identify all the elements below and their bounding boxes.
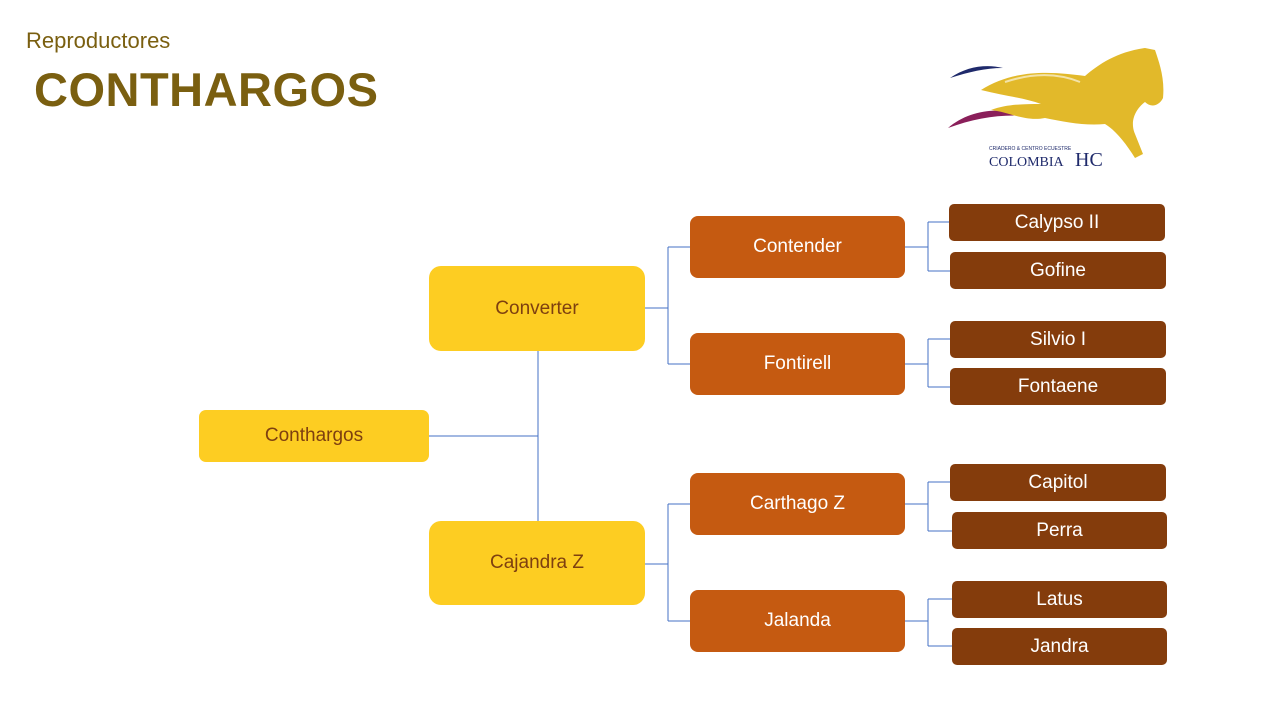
- pedigree-node-sire-dam-sire: Silvio I: [950, 321, 1166, 358]
- pedigree-node-dam-dam-sire: Latus: [952, 581, 1167, 618]
- pedigree-node-dam-sire: Carthago Z: [690, 473, 905, 535]
- pedigree-node-sire-sire-sire: Calypso II: [949, 204, 1165, 241]
- page-title: CONTHARGOS: [34, 63, 379, 116]
- pedigree-node-sire-dam-dam: Fontaene: [950, 368, 1166, 405]
- pedigree-node-dam-sire-sire: Capitol: [950, 464, 1166, 501]
- logo-country: COLOMBIA: [989, 155, 1065, 170]
- pedigree-node-dam-dam-dam: Jandra: [952, 628, 1167, 665]
- pedigree-node-dam-dam: Jalanda: [690, 590, 905, 652]
- logo-monogram: HC: [1075, 149, 1103, 171]
- pedigree-node-sire-dam: Fontirell: [690, 333, 905, 395]
- logo-tagline: CRIADERO & CENTRO ECUESTRE: [989, 146, 1072, 152]
- pedigree-node-dam: Cajandra Z: [429, 521, 645, 605]
- page-subtitle: Reproductores: [26, 28, 171, 53]
- pedigree-node-dam-sire-dam: Perra: [952, 512, 1167, 549]
- pedigree-node-sire: Converter: [429, 266, 645, 351]
- pedigree-node-sire-sire: Contender: [690, 216, 905, 278]
- pedigree-node-root: Conthargos: [199, 410, 429, 462]
- pedigree-node-sire-sire-dam: Gofine: [950, 252, 1166, 289]
- colombia-hc-logo: CRIADERO & CENTRO ECUESTRE COLOMBIA HC: [948, 48, 1164, 171]
